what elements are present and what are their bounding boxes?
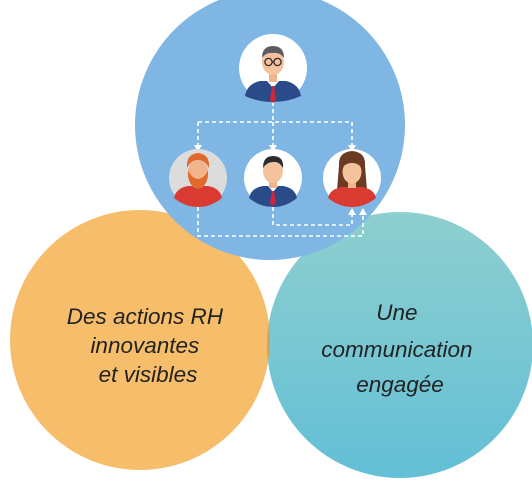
left-circle-text: Des actions RH innovantes et visibles: [67, 304, 230, 387]
connector-arrowheads: [194, 145, 367, 215]
left-circle-line-2: innovantes: [90, 333, 199, 358]
right-circle: [267, 212, 532, 478]
left-circle: [10, 210, 270, 470]
right-circle-line-3: engagée: [356, 372, 444, 397]
right-circle-text: Une communication engagée: [321, 300, 479, 397]
right-circle-line-1: Une: [376, 300, 417, 325]
left-circle-line-3: et visibles: [99, 362, 198, 387]
red-haired-bearded-man-icon: [169, 149, 227, 207]
org-connectors: [197, 102, 364, 237]
man-in-suit-icon: [244, 149, 302, 207]
manager-with-glasses-icon: [239, 34, 307, 103]
woman-with-long-hair-icon: [323, 149, 381, 207]
right-circle-line-2: communication: [321, 337, 472, 362]
left-circle-line-1: Des actions RH: [67, 304, 224, 329]
